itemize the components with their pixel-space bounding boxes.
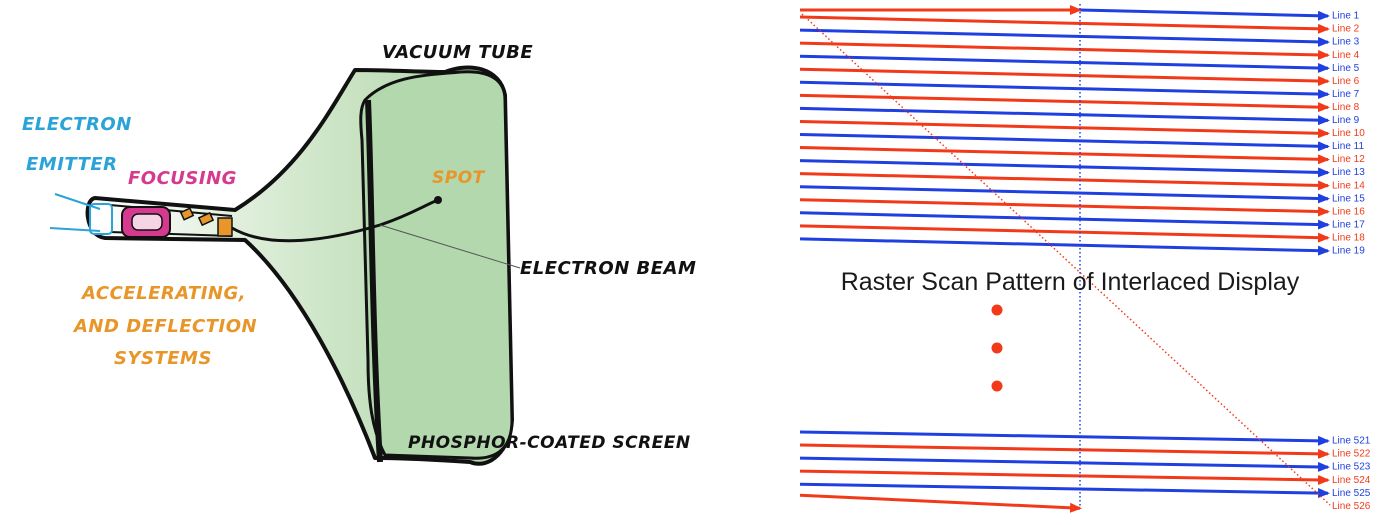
accelerating-label-3: SYSTEMS bbox=[114, 348, 212, 369]
scan-line-label-8: Line 8 bbox=[1332, 102, 1360, 113]
scan-line-label-12: Line 12 bbox=[1332, 154, 1365, 165]
spot-label: SPOT bbox=[432, 168, 485, 188]
raster-diagram: Line 1 Line 2 Line 3 Line 4 Line 5 Line 6 Line… bbox=[790, 0, 1387, 525]
scan-line-label-523: Line 523 bbox=[1332, 462, 1371, 473]
scan-line-12 bbox=[799, 146, 1330, 165]
scan-line-label-1: Line 1 bbox=[1332, 11, 1360, 22]
scan-line-label-13: Line 13 bbox=[1332, 167, 1365, 178]
electron-beam-label: ELECTRON BEAM bbox=[520, 258, 697, 279]
accelerating-label-1: ACCELERATING, bbox=[82, 283, 247, 304]
scan-line-16 bbox=[799, 198, 1330, 217]
raster-drawing: Line 1 Line 2 Line 3 Line 4 Line 5 Line 6 Line… bbox=[799, 4, 1371, 513]
scan-line-13 bbox=[799, 159, 1330, 178]
focusing-label: FOCUSING bbox=[128, 168, 237, 189]
scan-line-6 bbox=[799, 67, 1330, 87]
beam-leader bbox=[379, 224, 521, 269]
scan-line-label-11: Line 11 bbox=[1332, 141, 1365, 152]
emitter-wire-top bbox=[54, 193, 101, 210]
scan-line-11 bbox=[799, 133, 1330, 152]
deflection-plate-1 bbox=[179, 207, 195, 221]
scan-line-8 bbox=[799, 93, 1330, 113]
scan-line-label-524: Line 524 bbox=[1332, 475, 1371, 486]
scan-line-3 bbox=[799, 28, 1330, 47]
phosphor-screen-label: PHOSPHOR-COATED SCREEN bbox=[408, 433, 691, 453]
scan-line-labels: Line 1 Line 2 Line 3 Line 4 Line 5 Line 6 Line… bbox=[1332, 11, 1371, 512]
electron-emitter-label-2: EMITTER bbox=[26, 154, 118, 175]
emitter-box bbox=[89, 203, 113, 235]
accelerating-label-2: AND DEFLECTION bbox=[74, 316, 258, 337]
emitter-wire-bottom bbox=[49, 227, 101, 232]
screen-edge bbox=[365, 99, 383, 463]
scan-line-521 bbox=[799, 430, 1330, 446]
scan-line-label-18: Line 18 bbox=[1332, 232, 1365, 243]
vacuum-tube-label: VACUUM TUBE bbox=[382, 42, 534, 63]
crt-drawing bbox=[49, 65, 521, 466]
scan-line-1 bbox=[1079, 8, 1330, 21]
electron-emitter-label-1: ELECTRON bbox=[22, 114, 132, 135]
scan-line-19 bbox=[799, 237, 1330, 256]
scan-line-525 bbox=[799, 482, 1330, 499]
scan-line-label-525: Line 525 bbox=[1332, 488, 1371, 499]
phosphor-screen bbox=[359, 70, 514, 460]
focusing-core bbox=[131, 213, 163, 231]
electron-beam bbox=[231, 198, 439, 243]
scan-line-526 bbox=[799, 493, 1082, 513]
scan-line-label-2: Line 2 bbox=[1332, 24, 1360, 35]
scan-line-5 bbox=[799, 54, 1330, 73]
scan-line-522 bbox=[799, 443, 1330, 459]
scan-line-label-16: Line 16 bbox=[1332, 206, 1365, 217]
scan-line-label-6: Line 6 bbox=[1332, 76, 1360, 87]
continuation-dot-2 bbox=[991, 342, 1003, 354]
scan-line-label-5: Line 5 bbox=[1332, 63, 1360, 74]
scan-line-15 bbox=[799, 185, 1330, 204]
continuation-dot-1 bbox=[991, 304, 1003, 316]
scan-line-label-17: Line 17 bbox=[1332, 219, 1365, 230]
deflection-plate-2 bbox=[197, 211, 215, 227]
crt-diagram: VACUUM TUBE ELECTRON EMITTER FOCUSING SP… bbox=[0, 0, 696, 525]
scan-line-label-15: Line 15 bbox=[1332, 193, 1365, 204]
scan-line-label-19: Line 19 bbox=[1332, 246, 1365, 257]
continuation-dot-3 bbox=[991, 380, 1003, 392]
scan-line-label-9: Line 9 bbox=[1332, 115, 1360, 126]
scan-line-label-14: Line 14 bbox=[1332, 180, 1365, 191]
scan-line-7 bbox=[799, 80, 1330, 100]
scan-line-17 bbox=[799, 211, 1330, 230]
scan-line-2 bbox=[799, 15, 1330, 34]
scan-line-label-10: Line 10 bbox=[1332, 128, 1365, 139]
scan-line-10 bbox=[799, 119, 1330, 139]
diagonal-retrace bbox=[801, 13, 1331, 506]
scan-line-label-7: Line 7 bbox=[1332, 89, 1360, 100]
deflection-plate-3 bbox=[217, 217, 233, 237]
scan-line-18 bbox=[799, 224, 1330, 243]
raster-title: Raster Scan Pattern of Interlaced Displa… bbox=[840, 268, 1300, 296]
scan-line-9 bbox=[799, 106, 1330, 126]
scan-line-label-4: Line 4 bbox=[1332, 50, 1360, 61]
scan-line-label-521: Line 521 bbox=[1332, 436, 1371, 447]
scan-line-14 bbox=[799, 172, 1330, 191]
scan-line-label-522: Line 522 bbox=[1332, 449, 1371, 460]
scan-line-524 bbox=[799, 469, 1330, 485]
scan-line-4 bbox=[799, 41, 1330, 60]
scan-lines bbox=[799, 5, 1330, 513]
beam-spot bbox=[434, 196, 442, 204]
scan-line-523 bbox=[799, 456, 1330, 472]
scan-line-label-3: Line 3 bbox=[1332, 37, 1360, 48]
scan-line-label-526: Line 526 bbox=[1332, 501, 1371, 512]
